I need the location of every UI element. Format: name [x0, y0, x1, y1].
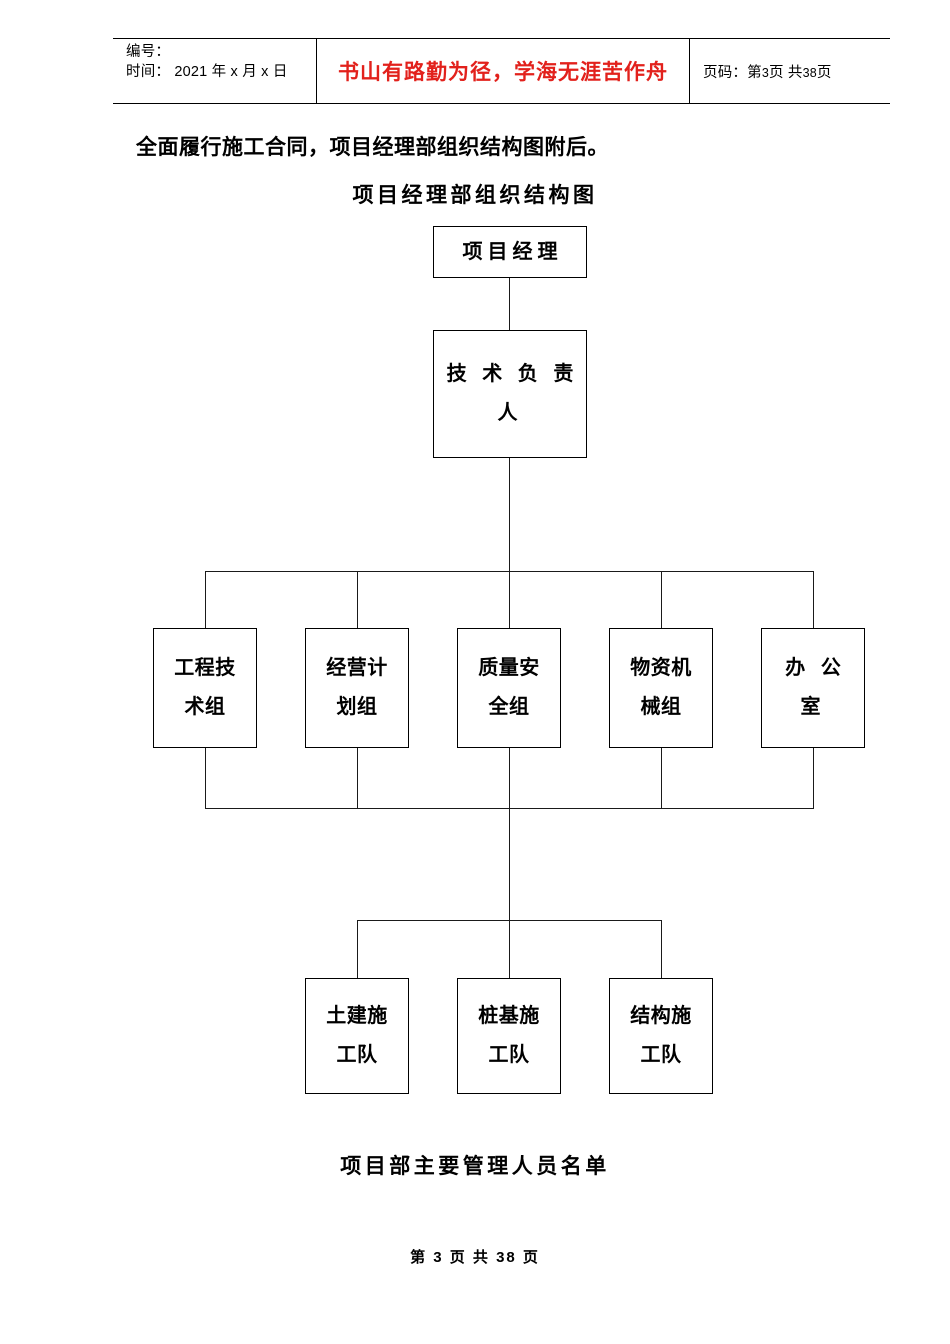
connector-tech-lead-to-bus [509, 458, 511, 572]
page-suffix-text: 页 [816, 64, 832, 81]
org-node-engineering-technology-group: 工程技 术组 [153, 628, 257, 748]
body-paragraph: 全面履行施工合同，项目经理部组织结构图附后。 [136, 136, 609, 159]
connector-office-to-bus [813, 748, 815, 809]
org-node-office: 办 公 室 [761, 628, 865, 748]
org-node-materials-machinery-group: 物资机 械组 [609, 628, 713, 748]
org-node-business-planning-group: 经营计 划组 [305, 628, 409, 748]
header-motto-text: 书山有路勤为径，学海无涯苦作舟 [338, 60, 668, 84]
connector-bus-to-structure-team [661, 920, 663, 978]
header-cell-metadata: 编号： 时间： 2021 年 x 月 x 日 [113, 39, 317, 103]
org-node-project-manager: 项目经理 [433, 226, 587, 278]
page-middle-text: 页 共 [768, 64, 803, 81]
org-node-quality-safety-group: 质量安 全组 [457, 628, 561, 748]
header-cell-motto: 书山有路勤为径，学海无涯苦作舟 [317, 39, 690, 103]
document-header-table: 编号： 时间： 2021 年 x 月 x 日 书山有路勤为径，学海无涯苦作舟 页… [113, 38, 890, 104]
page-footer-text: 第 3 页 共 38 页 [410, 1249, 540, 1266]
connector-bus-to-civil-team [357, 920, 359, 978]
page-current-number: 3 [761, 65, 769, 80]
connector-bus-to-eng-tech [205, 571, 207, 628]
header-cell-page-info: 页码：第3页 共38页 [690, 39, 890, 103]
page-prefix-text: 页码：第 [703, 64, 762, 81]
connector-qa-safety-to-bus [509, 748, 511, 809]
header-page-info: 页码：第3页 共38页 [703, 61, 890, 82]
connector-pm-to-tech-lead [509, 278, 511, 330]
org-node-technical-director: 技 术 负 责 人 [433, 330, 587, 458]
page-total-number: 38 [802, 65, 817, 80]
connector-materials-to-bus [661, 748, 663, 809]
connector-bus-level3-bottom [205, 808, 814, 810]
connector-bus-to-level4 [509, 808, 511, 921]
connector-bus-level3-top [205, 571, 814, 573]
connector-bus-to-qa-safety [509, 571, 511, 628]
roster-title: 项目部主要管理人员名单 [340, 1155, 610, 1178]
org-node-civil-construction-team: 土建施 工队 [305, 978, 409, 1094]
connector-bus-to-materials [661, 571, 663, 628]
org-node-structure-construction-team: 结构施 工队 [609, 978, 713, 1094]
connector-eng-tech-to-bus [205, 748, 207, 809]
connector-bus-level4 [357, 920, 661, 922]
org-chart-title: 项目经理部组织结构图 [352, 184, 598, 207]
header-time-line: 时间： 2021 年 x 月 x 日 [126, 64, 288, 80]
connector-bus-to-pile-team [509, 920, 511, 978]
connector-bus-to-office [813, 571, 815, 628]
header-number-label: 编号： [126, 44, 171, 60]
connector-bus-to-biz-plan [357, 571, 359, 628]
org-node-pile-foundation-team: 桩基施 工队 [457, 978, 561, 1094]
connector-biz-plan-to-bus [357, 748, 359, 809]
